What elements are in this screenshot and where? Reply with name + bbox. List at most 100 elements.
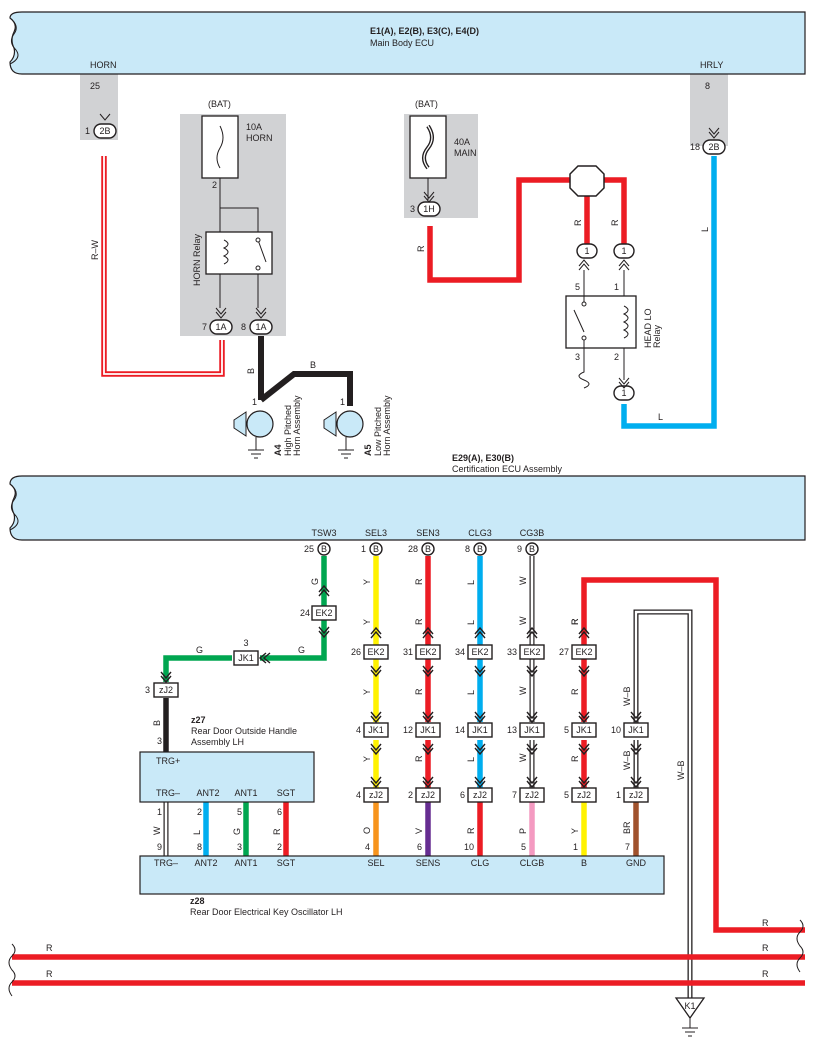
z28-pin-7: CLGB <box>520 858 545 868</box>
r-row1-left: R <box>46 943 53 953</box>
ek2-pin-1: 31 <box>403 647 413 657</box>
jk1-chev-down-3 <box>526 743 538 756</box>
trg-pin: 3 <box>157 736 162 746</box>
ek2-col-0 <box>363 644 389 660</box>
col-wire3-1: R <box>414 755 424 762</box>
z28-pin-2: ANT1 <box>234 858 257 868</box>
wire-main-r <box>427 177 570 283</box>
jk1-col-0-label: JK1 <box>368 725 384 735</box>
col-wire2-2: L <box>466 690 476 695</box>
cert-wire-label-0: G <box>310 578 320 585</box>
col-wire1-2: L <box>466 620 476 625</box>
k1-label: K1 <box>684 1001 695 1011</box>
zj2-col-4-label: zJ2 <box>577 790 591 800</box>
ek2-col-2 <box>467 644 493 660</box>
svg-text:7: 7 <box>202 322 207 332</box>
tsw-jk1-pin: 3 <box>243 638 248 648</box>
svg-text:1: 1 <box>621 246 626 256</box>
head-lo-relay-label-2: Relay <box>652 324 662 348</box>
z27-pin-trg-plus: TRG+ <box>156 756 180 766</box>
jk1-pin-3: 13 <box>507 725 517 735</box>
zj2-chev-1 <box>422 776 434 789</box>
ek2-chev-up-0 <box>370 626 382 639</box>
z28-pin-num-4: 1 <box>573 842 578 852</box>
cert-conn-2 <box>421 542 435 556</box>
tsw-jk1 <box>233 650 259 666</box>
svg-text:1H: 1H <box>423 204 435 214</box>
jk1-col-1-label: JK1 <box>420 725 436 735</box>
junction-1-right: 1 <box>613 243 635 259</box>
cert-conn-3 <box>473 542 487 556</box>
zj2-pin-5: 1 <box>616 790 621 800</box>
between-wire-1: L <box>192 830 202 835</box>
between-wire-2: G <box>232 828 242 835</box>
horn-relay <box>205 231 273 275</box>
wire-label-r-main: R <box>416 245 426 252</box>
r-right-label: R <box>762 918 769 928</box>
wire-g-label-b: G <box>298 645 305 655</box>
cert-conn-4-label: B <box>529 544 535 554</box>
z27-pin-ant2: ANT2 <box>196 788 219 798</box>
trg-wire-label: B <box>152 720 162 726</box>
col-wire2-4: R <box>570 688 580 695</box>
svg-text:1A: 1A <box>215 322 226 332</box>
col-wire3-0: Y <box>362 756 372 762</box>
z27-pin-sgt: SGT <box>277 788 296 798</box>
svg-text:5: 5 <box>575 282 580 292</box>
ek2-col-4-label: EK2 <box>575 647 592 657</box>
jk1-chev-down-1 <box>422 743 434 756</box>
connector-horn-2b: 2B <box>93 123 117 139</box>
ek2-chev-up-4 <box>578 626 590 639</box>
col-wire3-2: L <box>466 757 476 762</box>
ek2-col-4 <box>571 644 597 660</box>
jk1-pin-4: 5 <box>564 725 569 735</box>
z27-pin-trg-minus: TRG– <box>156 788 180 798</box>
main-body-ecu-title: E1(A), E2(B), E3(C), E4(D) <box>370 26 479 36</box>
zj2-col-2-label: zJ2 <box>473 790 487 800</box>
fuse-main-name: MAIN <box>454 148 477 158</box>
cert-pin-num-0: 25 <box>304 544 314 554</box>
certification-ecu-title: E29(A), E30(B) <box>452 453 514 463</box>
junction-1-left: 1 <box>576 243 598 259</box>
svg-text:L: L <box>658 412 663 422</box>
zj2-chev-2 <box>474 776 486 789</box>
tsw-jk1-label: JK1 <box>238 653 254 663</box>
cert-conn-0 <box>317 542 331 556</box>
r-row1-right: R <box>762 943 769 953</box>
z28-pin-1: ANT2 <box>194 858 217 868</box>
between-bot-0: 9 <box>157 842 162 852</box>
high-pitched-horn-icon <box>233 410 274 459</box>
cert-pin-num-1: 1 <box>361 544 366 554</box>
between-bot-1: 8 <box>197 842 202 852</box>
svg-text:1A: 1A <box>255 322 266 332</box>
z28-module <box>139 855 665 895</box>
trg-zj2-chev <box>160 671 172 684</box>
horn-relay-label: HORN Relay <box>192 233 202 286</box>
fuse-main-amp: 40A <box>454 137 470 147</box>
ek2-col-3-label: EK2 <box>523 647 540 657</box>
jk1-col-2-label: JK1 <box>472 725 488 735</box>
jk1-chev-down-5 <box>630 743 642 756</box>
z27-id: z27 <box>191 715 206 725</box>
z28-name: Rear Door Electrical Key Oscillator LH <box>190 907 343 917</box>
ek2-pin-0: 26 <box>351 647 361 657</box>
ek2-pin-3: 33 <box>507 647 517 657</box>
svg-text:L: L <box>700 227 710 232</box>
wire-b-supply <box>581 577 805 933</box>
certification-ecu-name: Certification ECU Assembly <box>452 464 563 474</box>
z28-pin-num-0: 4 <box>365 842 370 852</box>
jk1-pin-2: 14 <box>455 725 465 735</box>
fuse-horn-amp: 10A <box>246 122 262 132</box>
between-top-3: 6 <box>277 807 282 817</box>
jk1-chev-in-5 <box>630 711 642 724</box>
gnd-wire-label: W–B <box>676 760 686 780</box>
zj2-chev-5 <box>630 776 642 789</box>
z27-name-2: Assembly LH <box>191 737 244 747</box>
cert-conn-3-label: B <box>477 544 483 554</box>
cert-pin-label-4: CG3B <box>520 528 545 538</box>
a5-name-2: Horn Assembly <box>382 395 392 456</box>
tsw-ek2-label: EK2 <box>315 608 332 618</box>
cert-wire-label-4: W <box>518 576 528 585</box>
col-wire2-0: Y <box>362 689 372 695</box>
